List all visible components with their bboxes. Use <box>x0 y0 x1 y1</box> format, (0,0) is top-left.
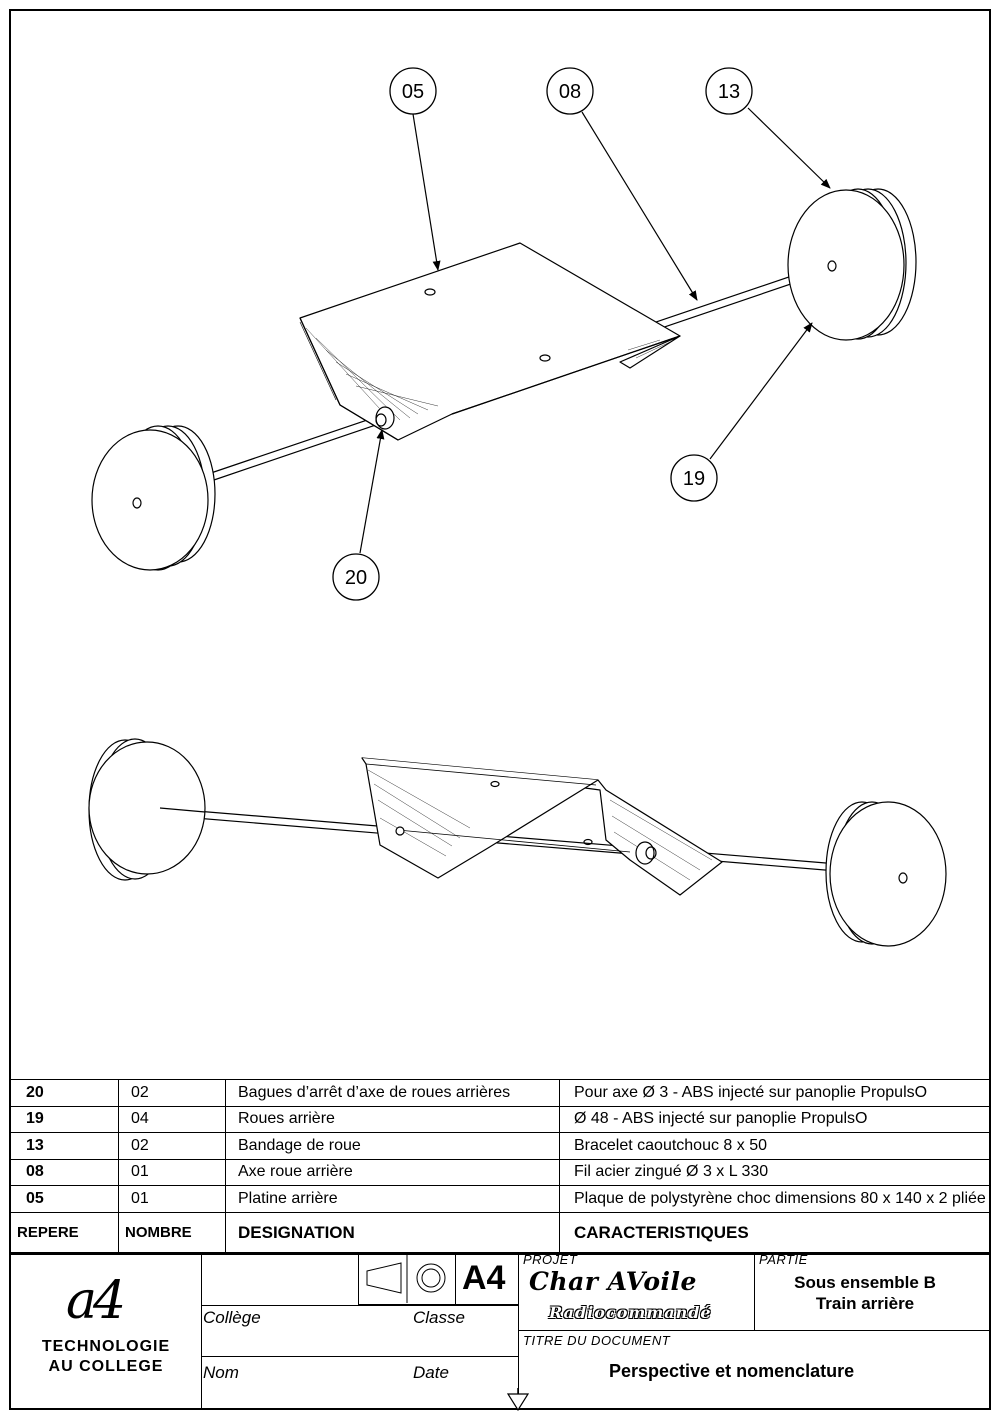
projet-subtitle: Radiocommandé <box>549 1303 712 1322</box>
header-repere: REPERE <box>11 1212 119 1255</box>
table-row: 05 01 Platine arrière Plaque de polystyr… <box>11 1185 989 1213</box>
caracteristiques-cell: Pour axe Ø 3 - ABS injecté sur panoplie … <box>559 1079 989 1107</box>
caracteristiques-cell: Plaque de polystyrène choc dimensions 80… <box>559 1185 989 1213</box>
repere-cell: 20 <box>11 1079 119 1107</box>
wheel-right-top <box>787 188 917 341</box>
callout-circle-13 <box>705 67 753 115</box>
college-label: Collège <box>203 1308 261 1327</box>
collar-bottom <box>635 841 657 865</box>
date-label: Date <box>413 1363 449 1382</box>
nombre-cell: 02 <box>118 1132 226 1160</box>
wheel-right-bottom <box>825 801 947 947</box>
repere-cell: 19 <box>11 1106 119 1133</box>
projet-name-part1: Char <box>529 1267 599 1296</box>
projection-format-box: A4 <box>358 1253 519 1305</box>
caracteristiques-cell: Fil acier zingué Ø 3 x L 330 <box>559 1159 989 1186</box>
logo-block: a4 TECHNOLOGIE AU COLLEGE <box>11 1253 202 1408</box>
nombre-cell: 02 <box>118 1079 226 1107</box>
partie-box: PARTIE Sous ensemble B Train arrière <box>755 1252 989 1331</box>
nombre-cell: 01 <box>118 1159 226 1186</box>
collar-top <box>375 406 395 430</box>
nombre-cell: 01 <box>118 1185 226 1213</box>
callout-19: 19 <box>683 468 705 490</box>
table-header-row: REPERE NOMBRE DESIGNATION CARACTERISTIQU… <box>11 1212 989 1255</box>
wheel-left-top <box>91 425 216 571</box>
callout-08: 08 <box>559 81 581 103</box>
identity-block: A4 Collège Classe Nom Date <box>201 1253 519 1408</box>
plate-top <box>299 242 681 441</box>
caracteristiques-cell: Bracelet caoutchouc 8 x 50 <box>559 1132 989 1160</box>
projet-name-part2: A <box>607 1267 626 1296</box>
plate-bottom <box>361 757 723 896</box>
projet-name: Char AVoile <box>529 1267 697 1296</box>
logo-line1: TECHNOLOGIE <box>41 1338 171 1355</box>
logo-line2: AU COLLEGE <box>48 1358 164 1375</box>
callout-circle-05 <box>389 67 437 115</box>
nombre-cell: 04 <box>118 1106 226 1133</box>
titre-box: TITRE DU DOCUMENT Perspective et nomencl… <box>519 1331 989 1408</box>
designation-cell: Axe roue arrière <box>225 1159 560 1186</box>
callout-circle-20 <box>332 553 380 601</box>
designation-cell: Platine arrière <box>225 1185 560 1213</box>
caracteristiques-cell: Ø 48 - ABS injecté sur panoplie PropulsO <box>559 1106 989 1133</box>
projet-box: PROJET Char AVoile Radiocommandé <box>519 1252 755 1331</box>
titre-label: TITRE DU DOCUMENT <box>523 1333 671 1348</box>
repere-cell: 08 <box>11 1159 119 1186</box>
projet-label: PROJET <box>523 1252 578 1267</box>
format-label: A4 <box>462 1259 506 1297</box>
designation-cell: Bagues d’arrêt d’axe de roues arrières <box>225 1079 560 1107</box>
header-designation: DESIGNATION <box>225 1212 560 1255</box>
nom-row: Nom Date <box>201 1357 519 1408</box>
callout-circle-19 <box>670 454 718 502</box>
leader-lines <box>359 107 831 554</box>
wheel-left-bottom <box>88 738 206 881</box>
nomenclature-table: 20 02 Bagues d’arrêt d’axe de roues arri… <box>11 1079 989 1255</box>
table-row: 08 01 Axe roue arrière Fil acier zingué … <box>11 1159 989 1186</box>
designation-cell: Roues arrière <box>225 1106 560 1133</box>
classe-label: Classe <box>413 1308 465 1327</box>
title-block-divider <box>9 1252 991 1254</box>
repere-cell: 05 <box>11 1185 119 1213</box>
drawing-frame <box>9 9 991 1410</box>
projection-symbol-icon <box>366 1253 446 1303</box>
projet-name-part3: Voile <box>625 1267 697 1296</box>
college-row: Collège Classe <box>201 1305 519 1357</box>
repere-cell: 13 <box>11 1132 119 1160</box>
table-row: 13 02 Bandage de roue Bracelet caoutchou… <box>11 1132 989 1160</box>
partie-line1: Sous ensemble B <box>794 1273 936 1292</box>
header-caracteristiques: CARACTERISTIQUES <box>559 1212 989 1255</box>
nom-label: Nom <box>203 1363 239 1382</box>
designation-cell: Bandage de roue <box>225 1132 560 1160</box>
table-row: 20 02 Bagues d’arrêt d’axe de roues arri… <box>11 1079 989 1107</box>
callout-13: 13 <box>718 81 740 103</box>
callout-circle-08 <box>546 67 594 115</box>
header-nombre: NOMBRE <box>118 1212 226 1255</box>
partie-line2: Train arrière <box>815 1294 915 1313</box>
center-mark-icon <box>506 1388 530 1412</box>
technical-drawing: 05 08 13 19 20 <box>88 67 947 947</box>
table-row: 19 04 Roues arrière Ø 48 - ABS injecté s… <box>11 1106 989 1133</box>
partie-label: PARTIE <box>759 1252 808 1267</box>
callout-20: 20 <box>345 567 367 589</box>
callout-05: 05 <box>402 81 424 103</box>
titre-value: Perspective et nomenclature <box>609 1361 855 1381</box>
logo-mark: a4 <box>66 1271 126 1331</box>
title-block: a4 TECHNOLOGIE AU COLLEGE A4 Collège Cla… <box>11 1252 989 1408</box>
